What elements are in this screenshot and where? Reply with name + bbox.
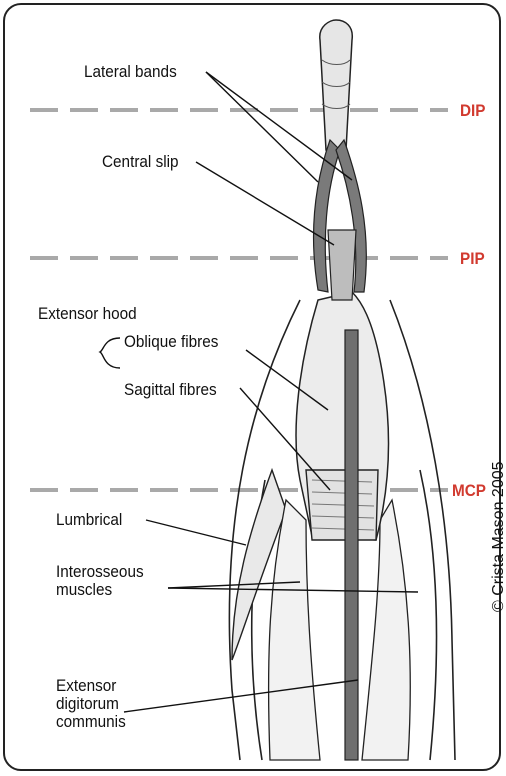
label-edc-2: digitorum bbox=[56, 694, 119, 713]
central-slip bbox=[328, 230, 356, 300]
label-interosseous-2: muscles bbox=[56, 580, 112, 599]
copyright-text: © Crista Mason 2005 bbox=[490, 461, 506, 612]
label-edc-3: communis bbox=[56, 712, 126, 731]
edc-tendon bbox=[345, 330, 358, 760]
joint-label-dip: DIP bbox=[460, 101, 486, 120]
finger-distal bbox=[320, 20, 353, 150]
label-edc-1: Extensor bbox=[56, 676, 116, 695]
label-lateral-bands: Lateral bands bbox=[84, 62, 177, 81]
label-central-slip: Central slip bbox=[102, 152, 179, 171]
label-oblique-fibres: Oblique fibres bbox=[124, 332, 218, 351]
label-interosseous-1: Interosseous bbox=[56, 562, 144, 581]
label-extensor-hood: Extensor hood bbox=[38, 304, 137, 323]
joint-label-pip: PIP bbox=[460, 249, 485, 268]
label-sagittal-fibres: Sagittal fibres bbox=[124, 380, 217, 399]
label-lumbrical: Lumbrical bbox=[56, 510, 122, 529]
joint-label-mcp: MCP bbox=[452, 481, 486, 500]
